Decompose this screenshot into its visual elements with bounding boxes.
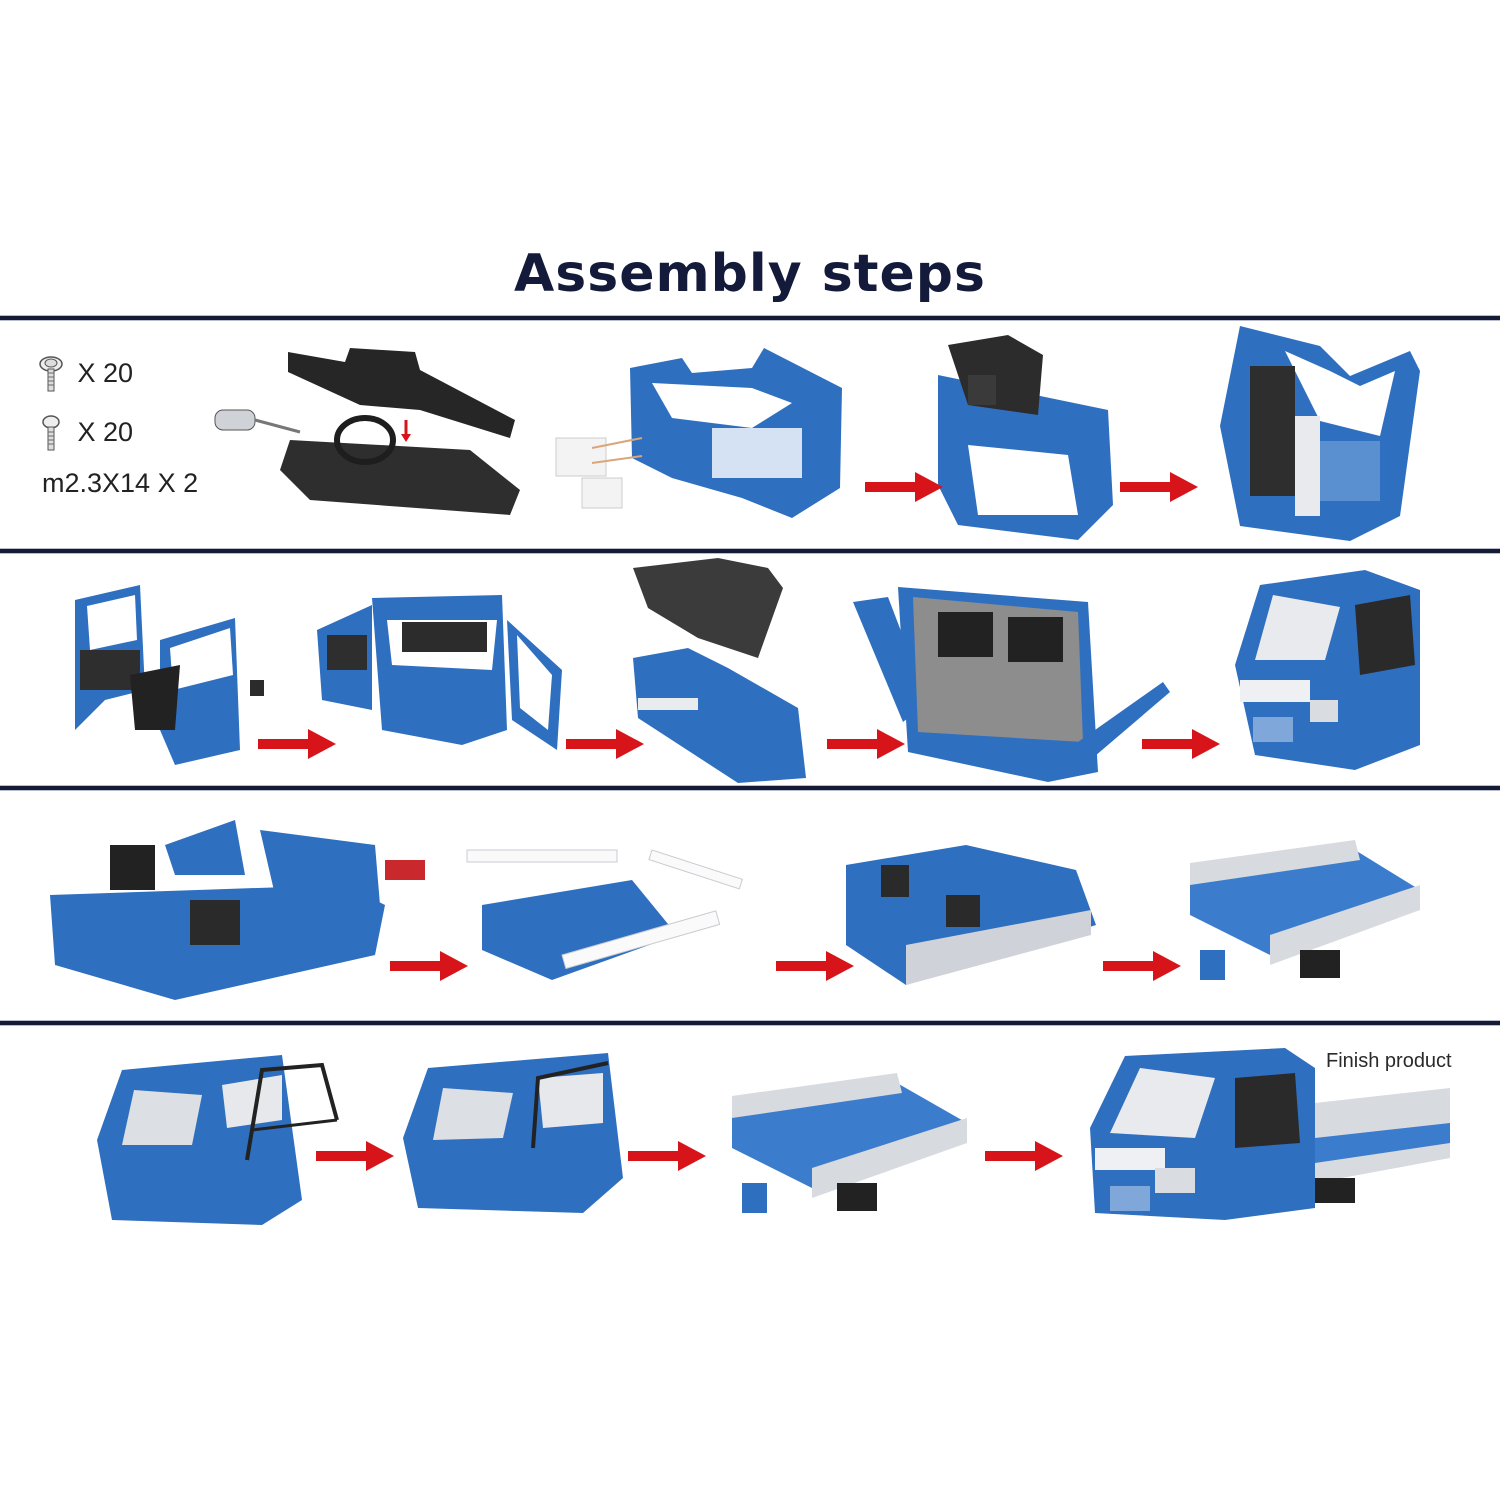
cab-frame-rotated-image [1220, 326, 1420, 541]
divider [0, 786, 1500, 790]
arrow-right-icon [390, 951, 468, 981]
hardware-item: m2.3X14 X 2 [42, 468, 198, 499]
flange-screw-icon [39, 356, 63, 392]
cab-interior-tub-image [633, 558, 806, 783]
arrow-right-icon [258, 729, 336, 759]
truck-bed-image [732, 1073, 967, 1213]
cab-frame-front-parts-image [555, 348, 842, 518]
dashboard-assembly-image [214, 348, 520, 515]
arrow-right-icon [566, 729, 644, 759]
arrow-right-icon [985, 1141, 1063, 1171]
hardware-label: X 20 [77, 358, 134, 389]
cab-rollbar-image [403, 1053, 623, 1213]
hardware-item: X 20 [38, 355, 133, 395]
pan-screw-icon [42, 415, 60, 451]
arrow-right-icon [1120, 472, 1198, 502]
cab-rollbar-parts-image [97, 1055, 339, 1225]
cab-with-doors-image [317, 595, 562, 750]
bed-frame-parts-image [50, 820, 425, 1000]
arrow-right-icon [827, 729, 905, 759]
finish-product-label: Finish product [1326, 1050, 1452, 1072]
arrow-right-icon [628, 1141, 706, 1171]
arrow-right-icon [316, 1141, 394, 1171]
finished-truck-image [1090, 1048, 1450, 1220]
hardware-label: X 20 [77, 417, 134, 448]
door-assembly-image [75, 585, 264, 765]
page-title: Assembly steps [514, 244, 986, 304]
arrow-right-icon [1103, 951, 1181, 981]
arrow-right-icon [1142, 729, 1220, 759]
arrow-right-icon [865, 472, 943, 502]
divider [0, 1021, 1500, 1025]
cab-underside-image [853, 587, 1170, 782]
hardware-label: m2.3X14 X 2 [42, 468, 199, 498]
hardware-item: X 20 [38, 414, 133, 454]
completed-cab-image [1235, 570, 1420, 770]
bed-floor-rails-image [466, 849, 743, 980]
bed-frame-side-rail-image [846, 845, 1096, 985]
divider [0, 549, 1500, 553]
arrow-right-icon [776, 951, 854, 981]
cab-frame-dashboard-image [938, 335, 1113, 540]
completed-bed-image [1190, 840, 1420, 980]
divider [0, 316, 1500, 320]
